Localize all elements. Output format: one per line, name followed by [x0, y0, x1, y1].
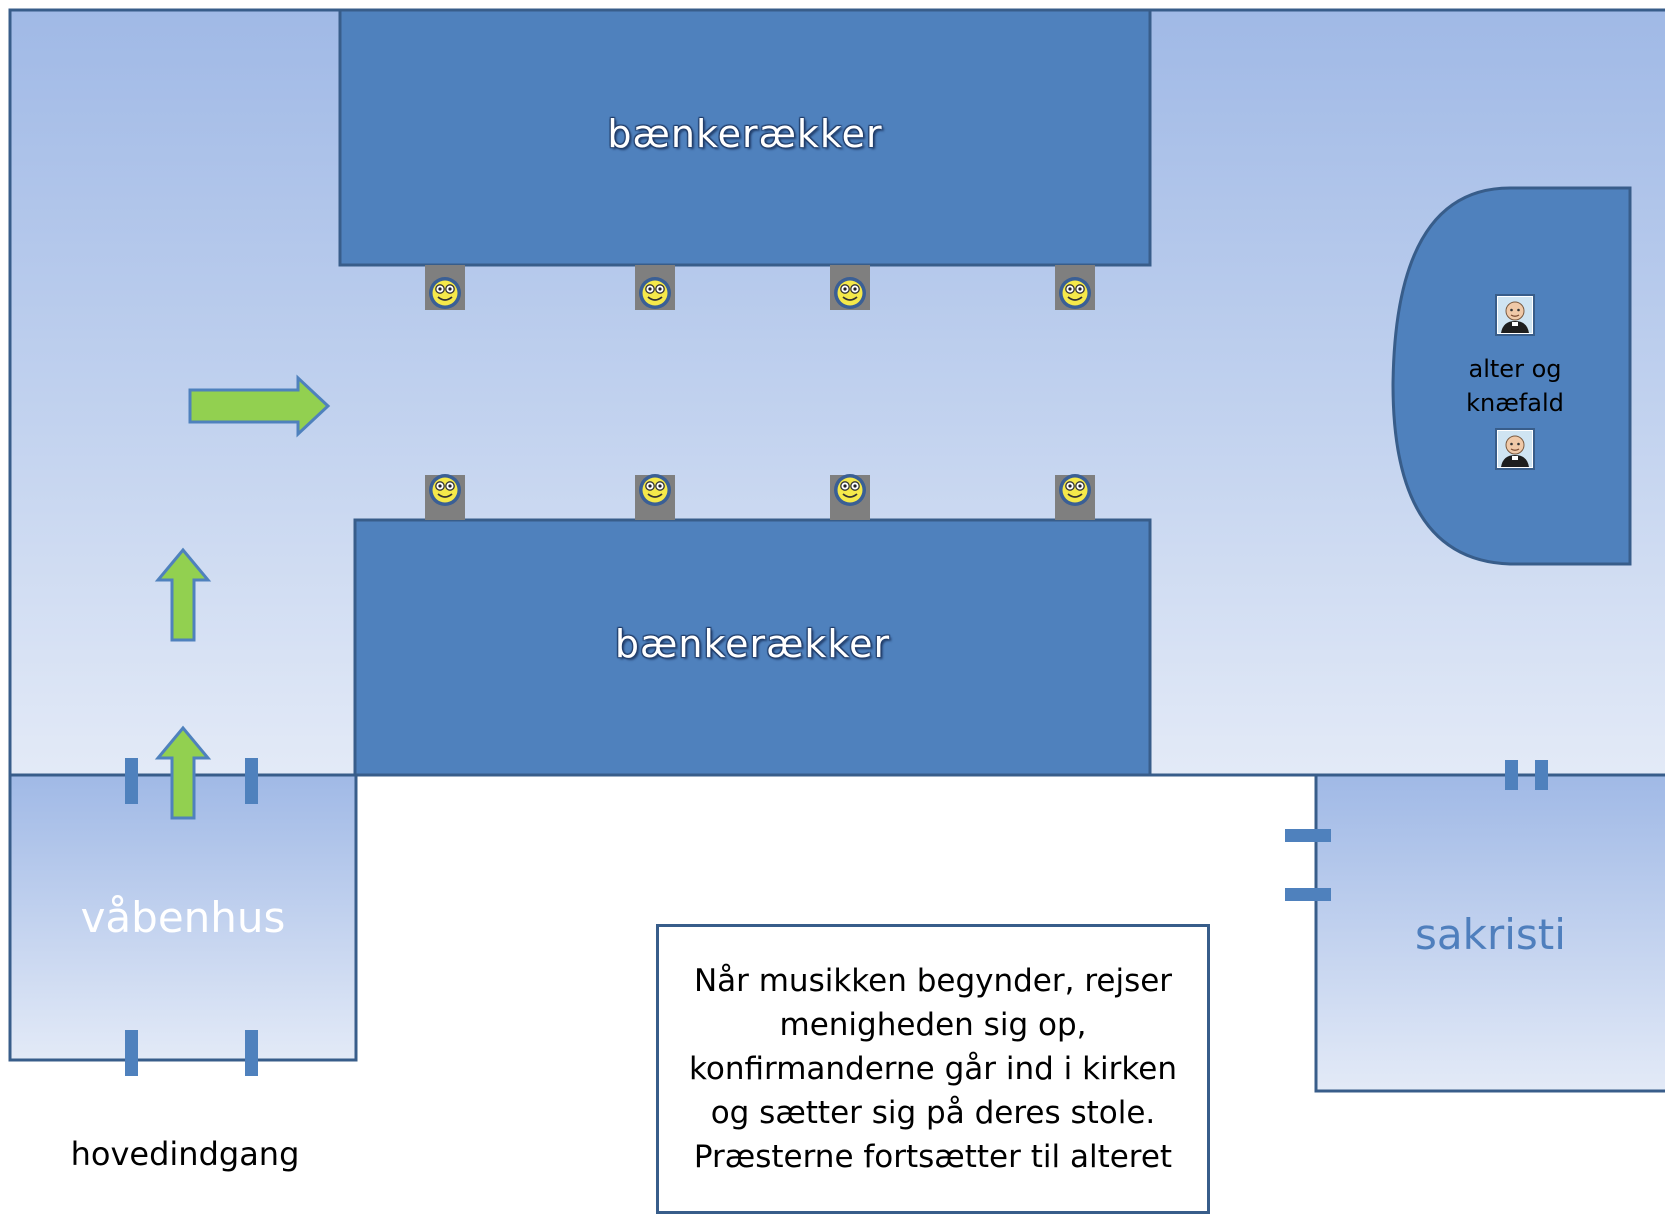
pews-top-label: bænkerækker	[607, 112, 883, 156]
green-arrow-icon	[154, 725, 212, 820]
door-marker-icon	[125, 1030, 138, 1076]
note-line: Når musikken begynder, rejser	[693, 963, 1173, 999]
pews-top	[338, 8, 1152, 267]
door-marker-icon	[1505, 760, 1518, 790]
altar-label-line: alter og	[1468, 355, 1562, 383]
main-entrance-label: hovedindgang	[70, 1135, 300, 1173]
smiley-face-icon	[833, 276, 867, 310]
priest-icon	[1495, 428, 1535, 470]
instruction-note: Når musikken begynder, rejser menigheden…	[656, 924, 1210, 1214]
smiley-face-icon	[428, 473, 462, 507]
note-line: Præsterne fortsætter til alteret	[693, 1139, 1173, 1175]
priest-icon	[1495, 294, 1535, 336]
smiley-face-icon	[638, 473, 672, 507]
porch-room	[8, 773, 358, 1062]
smiley-face-icon	[638, 276, 672, 310]
porch-label: våbenhus	[80, 893, 286, 942]
note-line: menigheden sig op,	[779, 1007, 1087, 1043]
door-marker-icon	[245, 1030, 258, 1076]
door-marker-icon	[1535, 760, 1548, 790]
door-marker-icon	[1285, 888, 1331, 901]
note-line: konfirmanderne går ind i kirken	[689, 1051, 1177, 1087]
note-line: og sætter sig på deres stole.	[710, 1095, 1156, 1131]
pews-bottom-label: bænkerækker	[614, 622, 891, 666]
smiley-face-icon	[428, 276, 462, 310]
altar-label: alter og knæfald	[1420, 352, 1610, 420]
door-marker-icon	[1285, 829, 1331, 842]
smiley-face-icon	[1058, 276, 1092, 310]
smiley-face-icon	[833, 473, 867, 507]
door-marker-icon	[245, 758, 258, 804]
pews-bottom	[353, 518, 1152, 777]
altar-label-line: knæfald	[1466, 389, 1564, 417]
smiley-face-icon	[1058, 473, 1092, 507]
sacristy-label: sakristi	[1415, 910, 1566, 959]
sacristy-room	[1314, 773, 1665, 1093]
door-marker-icon	[125, 758, 138, 804]
altar-area	[1391, 186, 1632, 566]
green-arrow-icon	[188, 374, 331, 438]
green-arrow-icon	[154, 547, 212, 642]
